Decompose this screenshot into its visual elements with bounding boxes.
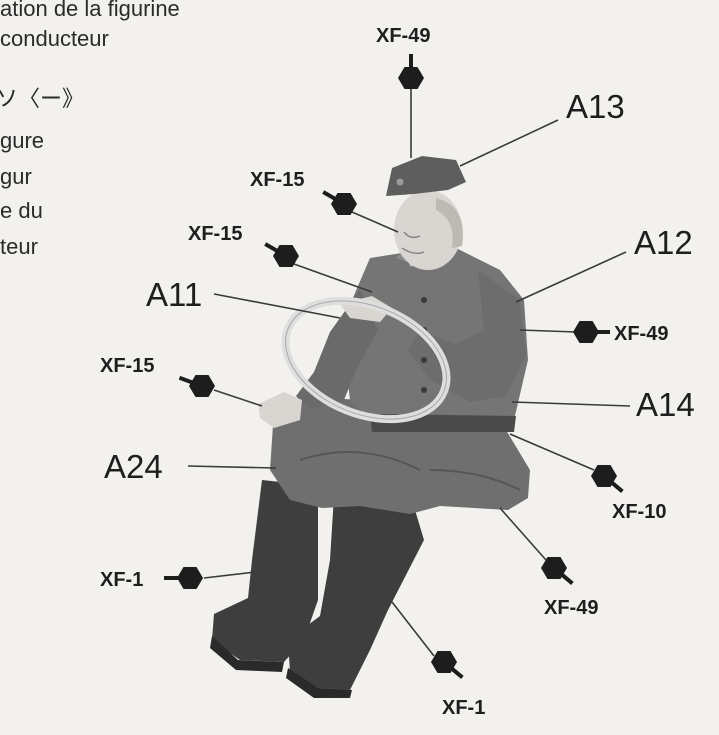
paint-label: XF-49	[376, 25, 430, 47]
hexagon-nut-icon	[322, 190, 357, 215]
paint-label: XF-15	[188, 223, 242, 245]
hexagon-nut-icon	[573, 321, 610, 343]
part-label: A11	[146, 276, 202, 313]
hexagon-nut-icon	[164, 567, 203, 589]
paint-label: XF-15	[250, 169, 304, 191]
paint-label: XF-1	[100, 569, 143, 591]
part-label: A14	[636, 386, 695, 423]
paint-label: XF-49	[614, 323, 668, 345]
part-label: A12	[634, 224, 693, 261]
paint-label: XF-10	[612, 501, 666, 523]
driver-figure	[210, 156, 530, 698]
garrison-cap	[386, 156, 466, 196]
paint-label: XF-49	[544, 597, 598, 619]
hexagon-nut-icon	[398, 54, 424, 89]
hexagon-nut-icon	[264, 242, 299, 267]
hexagon-nut-icon	[591, 465, 624, 493]
part-label: A13	[566, 88, 625, 125]
hexagon-nut-icon	[431, 651, 464, 679]
hexagon-nut-icon	[541, 557, 574, 585]
paint-label: XF-15	[100, 355, 154, 377]
paint-label: XF-1	[442, 697, 485, 719]
hexagon-nut-icon	[179, 375, 215, 397]
part-label: A24	[104, 448, 163, 485]
